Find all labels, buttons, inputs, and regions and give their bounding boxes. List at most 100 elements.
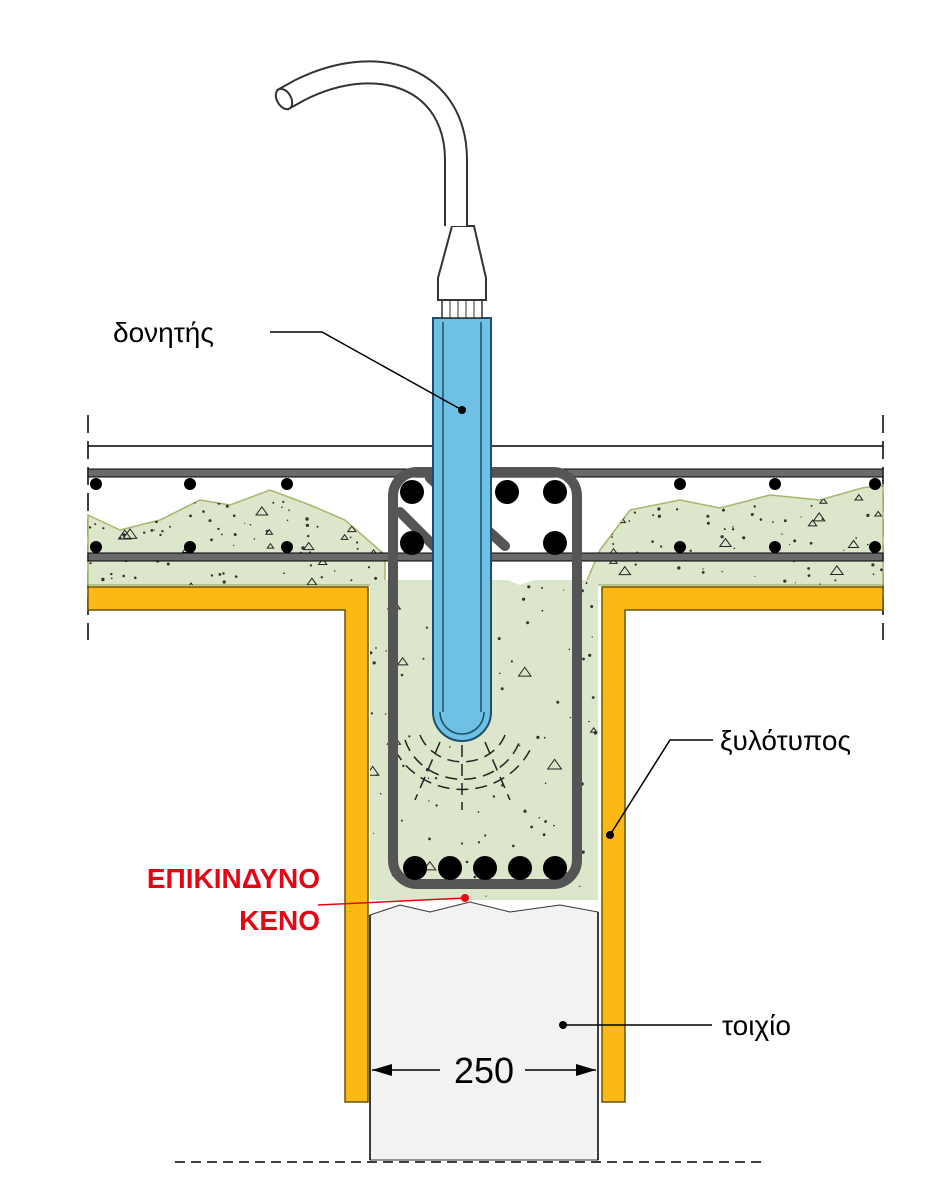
concrete-speckle bbox=[473, 875, 477, 879]
concrete-speckle bbox=[867, 485, 869, 487]
wall-label: τοιχίο bbox=[722, 1010, 791, 1041]
concrete-speckle bbox=[111, 500, 114, 503]
concrete-speckle bbox=[177, 496, 180, 500]
concrete-speckle bbox=[369, 651, 373, 655]
concrete-speckle bbox=[110, 577, 113, 580]
formwork bbox=[87, 586, 884, 1103]
dimension-label: 250 bbox=[454, 1050, 514, 1091]
concrete-speckle bbox=[333, 510, 336, 513]
concrete-speckle bbox=[372, 540, 374, 542]
concrete-speckle bbox=[677, 566, 681, 570]
concrete-speckle bbox=[356, 541, 359, 544]
concrete-speckle bbox=[122, 574, 125, 578]
concrete-speckle bbox=[723, 528, 726, 531]
concrete-speckle bbox=[675, 508, 679, 511]
aggregate-stone bbox=[618, 565, 632, 576]
beam-rebar bbox=[400, 480, 567, 880]
concrete-speckle bbox=[871, 563, 875, 567]
concrete-speckle bbox=[530, 825, 533, 829]
concrete-speckle bbox=[585, 546, 587, 548]
concrete-speckle bbox=[477, 811, 480, 813]
concrete-speckle bbox=[427, 777, 430, 779]
concrete-speckle bbox=[657, 514, 662, 518]
concrete-speckle bbox=[350, 579, 353, 582]
concrete-speckle bbox=[460, 842, 464, 845]
concrete-speckle bbox=[379, 534, 382, 536]
concrete-speckle bbox=[510, 660, 513, 663]
concrete-speckle bbox=[588, 720, 590, 723]
concrete-speckle bbox=[731, 528, 735, 531]
concrete-speckle bbox=[422, 657, 425, 660]
concrete-speckle bbox=[354, 503, 357, 506]
concrete-speckle bbox=[225, 504, 229, 508]
concrete-speckle bbox=[793, 539, 797, 543]
aggregate-stone bbox=[517, 666, 532, 677]
concrete-speckle bbox=[112, 513, 115, 515]
concrete-speckle bbox=[619, 509, 622, 512]
concrete-speckle bbox=[783, 519, 787, 523]
concrete-speckle bbox=[477, 841, 481, 844]
slab-rebar-dots bbox=[90, 478, 881, 553]
concrete-speckle bbox=[305, 517, 309, 521]
concrete-speckle bbox=[94, 523, 97, 526]
concrete-speckle bbox=[282, 500, 285, 503]
aggregate-stone bbox=[854, 493, 864, 501]
aggregate-stone bbox=[812, 512, 826, 522]
concrete-speckle bbox=[880, 568, 883, 572]
concrete-speckle bbox=[374, 576, 378, 580]
concrete-speckle bbox=[512, 844, 515, 848]
concrete-speckle bbox=[872, 573, 875, 576]
concrete-speckle bbox=[568, 648, 571, 651]
concrete-speckle bbox=[591, 636, 593, 638]
concrete-speckle bbox=[288, 509, 290, 512]
concrete-speckle bbox=[701, 571, 705, 574]
concrete-speckle bbox=[233, 533, 237, 536]
concrete-speckle bbox=[166, 562, 170, 566]
concrete-speckle bbox=[128, 509, 130, 511]
aggregate-stone bbox=[873, 510, 883, 517]
concrete-speckle bbox=[536, 735, 540, 740]
aggregate-stone bbox=[546, 758, 563, 770]
vibrator bbox=[274, 60, 492, 742]
concrete-speckle bbox=[750, 513, 754, 516]
concrete-speckle bbox=[589, 502, 592, 505]
dimension-250: 250 bbox=[372, 1050, 596, 1091]
concrete-speckle bbox=[372, 832, 375, 834]
concrete-speckle bbox=[617, 517, 620, 519]
aggregate-stone bbox=[807, 519, 818, 527]
concrete-speckle bbox=[702, 568, 704, 570]
concrete-speckle bbox=[349, 536, 352, 539]
concrete-speckle bbox=[500, 784, 504, 787]
concrete-speckle bbox=[425, 626, 428, 629]
aggregate-stone bbox=[818, 497, 828, 504]
concrete-speckle bbox=[210, 574, 214, 577]
concrete-speckle bbox=[742, 536, 746, 540]
concrete-speckle bbox=[583, 532, 587, 535]
concrete-speckle bbox=[143, 531, 146, 534]
concrete-speckle bbox=[721, 499, 725, 502]
leader-dots bbox=[458, 406, 614, 1029]
concrete-speckle bbox=[783, 579, 787, 583]
concrete-speckle bbox=[628, 520, 631, 522]
concrete-speckle bbox=[134, 576, 137, 580]
concrete-speckle bbox=[543, 736, 546, 739]
vibration-waves bbox=[394, 734, 531, 810]
concrete-speckle bbox=[623, 485, 627, 488]
concrete-speckle bbox=[333, 570, 336, 572]
concrete-speckle bbox=[307, 534, 310, 538]
concrete-speckle bbox=[110, 572, 113, 576]
concrete-speckle bbox=[492, 795, 496, 798]
concrete-speckle bbox=[400, 819, 403, 822]
concrete-speckle bbox=[497, 637, 501, 641]
concrete-speckle bbox=[781, 533, 783, 535]
concrete-speckle bbox=[527, 585, 531, 589]
concrete-speckle bbox=[523, 809, 527, 813]
concrete-speckle bbox=[428, 837, 431, 841]
concrete-speckle bbox=[375, 647, 377, 649]
concrete-speckle bbox=[612, 543, 615, 545]
aggregate-stone bbox=[122, 528, 138, 539]
concrete-speckle bbox=[800, 494, 804, 497]
aggregate-stone bbox=[829, 564, 845, 576]
aggregate-stone bbox=[264, 528, 274, 535]
concrete-speckle bbox=[189, 514, 192, 518]
